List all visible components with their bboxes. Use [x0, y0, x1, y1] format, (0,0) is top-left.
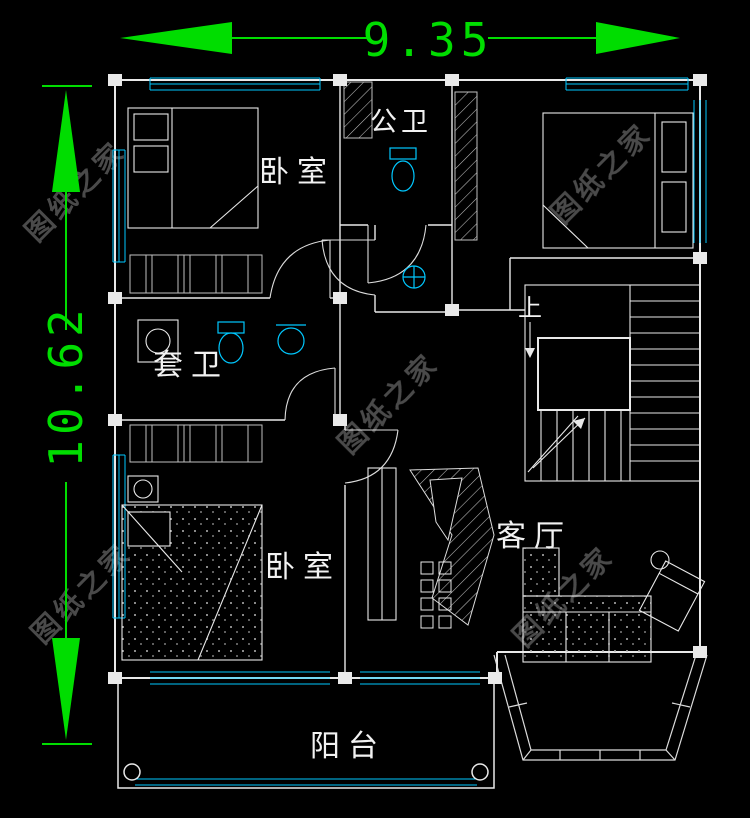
- sofa: [522, 547, 652, 663]
- label-balcony: 阳台: [310, 729, 386, 764]
- columns: [108, 74, 707, 684]
- label-ensuite-bath: 套卫: [153, 348, 229, 383]
- wardrobe-tall: [454, 91, 478, 241]
- wardrobe-strip-top: [129, 254, 263, 294]
- dim-arrow-left-icon: [120, 22, 232, 54]
- bed-top-left: [127, 107, 259, 229]
- stairs: [524, 284, 701, 482]
- window-bedroom-balcony: [150, 671, 330, 685]
- side-table-icon: [650, 550, 670, 570]
- dim-width-value: 9.35: [363, 13, 494, 67]
- door-public-bath: [367, 224, 427, 284]
- balcony-railing: [135, 778, 477, 786]
- window-top-left: [149, 77, 321, 91]
- watermark-text: 图纸之家: [331, 346, 445, 460]
- dimension-top: 9.35: [120, 13, 680, 67]
- vent-shaft: [343, 81, 373, 139]
- bay-window: [493, 654, 708, 761]
- windows: [112, 77, 707, 786]
- window-right-upper: [693, 100, 707, 243]
- door-bedroom-bottom: [344, 429, 399, 484]
- watermark-text: 图纸之家: [544, 116, 658, 230]
- armchair: [638, 560, 706, 632]
- bed-top-right: [542, 112, 694, 249]
- washing-machine-icon: [137, 319, 179, 363]
- floor-drain-icon: [402, 265, 426, 289]
- toilet-ensuite-icon: [217, 321, 245, 364]
- stair-up-arrow-icon: [525, 348, 535, 358]
- label-bedroom-top: 卧室: [259, 155, 335, 190]
- balcony-outline: [117, 678, 495, 789]
- dim-arrow-up-icon: [52, 90, 80, 192]
- label-public-bath: 公卫: [370, 107, 432, 138]
- stair-direction-arrow-icon: [532, 417, 586, 469]
- door-ensuite-bath: [284, 367, 336, 421]
- balcony-column-left: [123, 763, 141, 781]
- toilet-public-icon: [389, 147, 417, 192]
- door-washroom: [321, 239, 376, 296]
- bed-bottom-left: [121, 504, 263, 661]
- cabinet: [367, 467, 397, 621]
- stair-arrow-head-icon: [573, 418, 585, 429]
- dimension-left: 10.62: [39, 85, 93, 745]
- window-left-upper: [112, 149, 126, 263]
- stair-break-line: [527, 415, 579, 473]
- nightstand-icon: [127, 475, 159, 503]
- doors: [269, 224, 427, 484]
- room-labels: 卧室 公卫 套卫 卧室 客厅 阳台 上: [153, 107, 572, 764]
- window-dining-balcony: [360, 671, 480, 685]
- dim-height-value: 10.62: [39, 304, 93, 467]
- label-living-room: 客厅: [496, 519, 572, 554]
- dim-arrow-right-icon: [596, 22, 680, 54]
- table-chairs: [420, 561, 452, 629]
- label-stairs-up: 上: [518, 294, 542, 322]
- label-bedroom-bottom: 卧室: [265, 550, 341, 585]
- wardrobe-strip-middle: [129, 424, 263, 463]
- decor-feature: [409, 467, 495, 626]
- watermark-text: 图纸之家: [24, 536, 138, 650]
- dim-arrow-down-icon: [52, 638, 80, 740]
- stair-landing: [537, 337, 631, 411]
- door-bedroom-top: [269, 239, 331, 299]
- balcony-column-right: [471, 763, 489, 781]
- sink-icon: [276, 324, 306, 355]
- window-top-right: [565, 77, 689, 91]
